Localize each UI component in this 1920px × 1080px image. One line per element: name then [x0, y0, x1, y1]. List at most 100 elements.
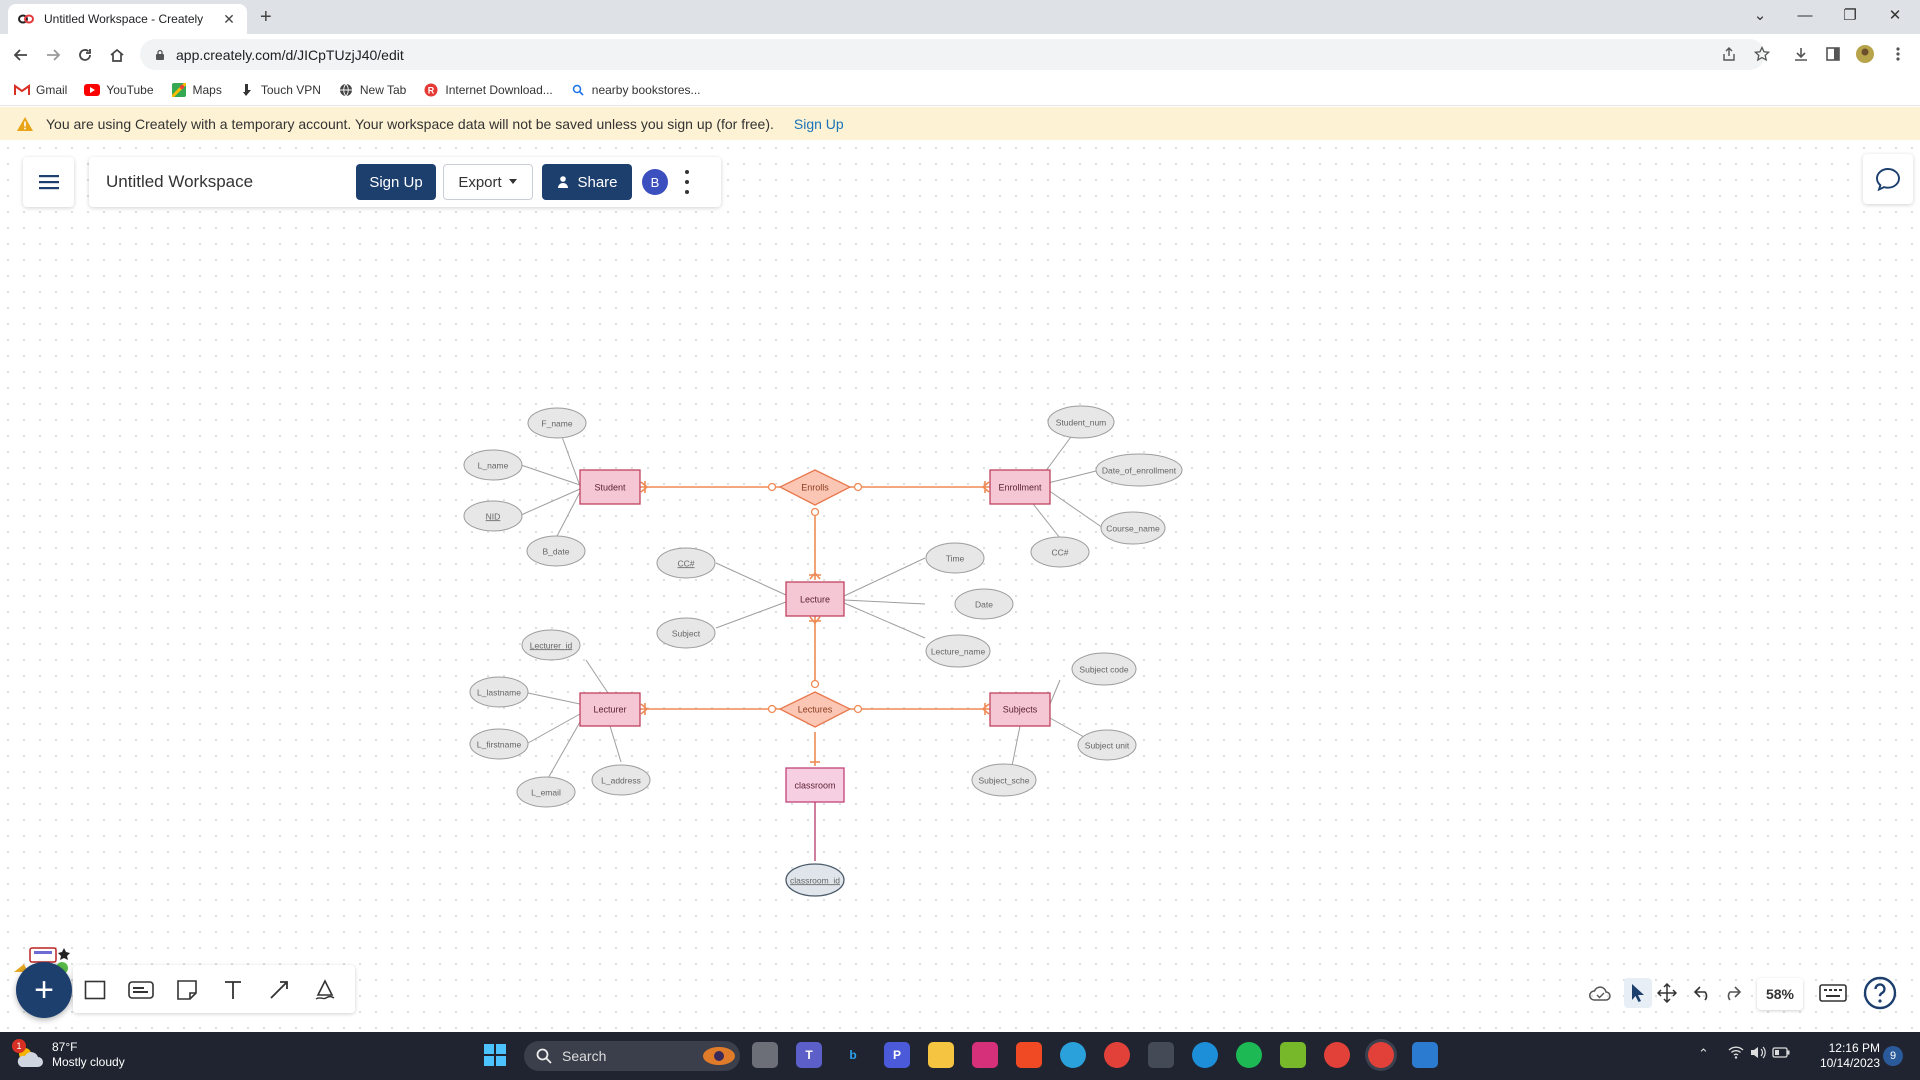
reload-icon[interactable] [72, 42, 98, 68]
rectangle-tool-icon[interactable] [82, 977, 108, 1003]
chrome-icon[interactable] [1104, 1042, 1130, 1068]
address-bar[interactable]: app.creately.com/d/JICpTUzjJ40/edit [140, 39, 1765, 70]
comments-button[interactable] [1863, 154, 1913, 204]
more-options-icon[interactable] [682, 170, 692, 194]
bookmark-star-icon[interactable] [1752, 44, 1772, 64]
attribute-l-address[interactable]: L_address [591, 764, 651, 796]
windows-start-icon[interactable] [482, 1042, 508, 1068]
brave-icon[interactable] [1016, 1042, 1042, 1068]
share-page-icon[interactable] [1719, 44, 1739, 64]
tab-close-icon[interactable]: ✕ [223, 10, 235, 27]
export-button[interactable]: Export [443, 164, 533, 200]
attribute-subject-unit[interactable]: Subject unit [1077, 729, 1137, 761]
workspace-title[interactable]: Untitled Workspace [106, 172, 254, 191]
keyboard-shortcuts-icon[interactable] [1816, 978, 1850, 1008]
attribute-l-lastname[interactable]: L_lastname [469, 676, 529, 708]
attribute-date-of-enrollment[interactable]: Date_of_enrollment [1095, 453, 1183, 487]
entity-student[interactable]: Student [579, 469, 641, 505]
select-pointer-icon[interactable] [1624, 978, 1652, 1008]
edge-icon[interactable] [1192, 1042, 1218, 1068]
battery-icon[interactable] [1772, 1046, 1790, 1061]
bookmark-youtube[interactable]: YouTube [84, 83, 154, 97]
attribute-l-email[interactable]: L_email [516, 776, 576, 808]
chrome-active-icon[interactable] [1368, 1042, 1394, 1068]
relationship-enrolls[interactable]: Enrolls [778, 469, 852, 506]
bookmark-gmail[interactable]: Gmail [14, 83, 67, 97]
text-tool-icon[interactable] [220, 977, 246, 1003]
downloads-icon[interactable] [1791, 44, 1811, 64]
utorrent-icon[interactable] [1280, 1042, 1306, 1068]
attribute-course-name[interactable]: Course_name [1100, 511, 1166, 545]
sticky-note-tool-icon[interactable] [174, 977, 200, 1003]
home-icon[interactable] [104, 42, 130, 68]
signup-button[interactable]: Sign Up [356, 164, 436, 200]
creately-app-icon[interactable] [1412, 1042, 1438, 1068]
teams-icon[interactable]: T [796, 1042, 822, 1068]
profile-avatar[interactable] [1855, 44, 1875, 64]
relationship-lectures[interactable]: Lectures [778, 691, 852, 728]
attribute-l-name[interactable]: L_name [463, 449, 523, 481]
attribute-cc-hash[interactable]: CC# [1030, 536, 1090, 568]
attribute-nid[interactable]: NID [463, 500, 523, 532]
weather-widget[interactable]: 1 87°F Mostly cloudy [12, 1039, 125, 1070]
entity-classroom[interactable]: classroom [785, 767, 845, 803]
file-explorer-icon[interactable] [928, 1042, 954, 1068]
attribute-cc-hash-lecture[interactable]: CC# [656, 547, 716, 579]
wifi-icon[interactable] [1728, 1046, 1744, 1062]
cloud-sync-icon[interactable] [1586, 978, 1614, 1008]
forward-icon[interactable] [40, 42, 66, 68]
volume-icon[interactable] [1750, 1046, 1766, 1062]
tab-search-icon[interactable]: ⌄ [1753, 7, 1767, 24]
pen-tool-icon[interactable] [312, 977, 338, 1003]
attribute-subject-code[interactable]: Subject code [1071, 652, 1137, 686]
add-shape-button[interactable]: + [16, 962, 72, 1018]
attribute-time[interactable]: Time [925, 542, 985, 574]
entity-subjects[interactable]: Subjects [989, 692, 1051, 727]
attribute-f-name[interactable]: F_name [527, 407, 587, 439]
entity-enrollment[interactable]: Enrollment [989, 469, 1051, 505]
minimize-button[interactable]: — [1797, 7, 1813, 24]
p-app-icon[interactable]: P [884, 1042, 910, 1068]
attribute-subject[interactable]: Subject [656, 617, 716, 649]
diagram-canvas[interactable] [0, 140, 1920, 1032]
task-view-icon[interactable] [752, 1042, 778, 1068]
zoom-level[interactable]: 58% [1757, 978, 1803, 1010]
bookmark-internet-download[interactable]: R Internet Download... [423, 83, 553, 97]
spotify-icon[interactable] [1236, 1042, 1262, 1068]
attribute-date[interactable]: Date [954, 588, 1014, 620]
bookmark-maps[interactable]: Maps [171, 83, 222, 97]
redo-icon[interactable] [1718, 978, 1746, 1008]
text-card-tool-icon[interactable] [128, 977, 154, 1003]
restore-button[interactable]: ❐ [1843, 7, 1857, 24]
main-menu-button[interactable] [23, 157, 74, 207]
new-tab-button[interactable]: + [260, 6, 272, 28]
bookmark-touch-vpn[interactable]: Touch VPN [239, 83, 321, 97]
browser-tab[interactable]: Untitled Workspace - Creately ✕ [8, 4, 247, 34]
attribute-classroom-id[interactable]: classroom_id [785, 863, 845, 897]
notification-badge[interactable]: 9 [1883, 1046, 1903, 1066]
side-panel-icon[interactable] [1823, 44, 1843, 64]
system-clock[interactable]: 12:16 PM 10/14/2023 [1800, 1041, 1880, 1071]
help-icon[interactable] [1862, 975, 1898, 1011]
share-button[interactable]: Share [542, 164, 632, 200]
back-icon[interactable] [8, 42, 34, 68]
bookmark-new-tab[interactable]: New Tab [338, 83, 406, 97]
user-avatar[interactable]: B [642, 169, 668, 195]
banner-signup-link[interactable]: Sign Up [793, 115, 844, 132]
attribute-student-num[interactable]: Student_num [1047, 405, 1115, 439]
telegram-icon[interactable] [1060, 1042, 1086, 1068]
undo-icon[interactable] [1689, 978, 1717, 1008]
entity-lecture[interactable]: Lecture [785, 581, 845, 617]
bing-icon[interactable]: b [849, 1048, 857, 1062]
tray-expand-icon[interactable]: ⌃ [1698, 1046, 1709, 1061]
bookmark-nearby-bookstores[interactable]: nearby bookstores... [570, 83, 701, 97]
pan-move-icon[interactable] [1653, 978, 1681, 1008]
close-window-button[interactable]: ✕ [1888, 7, 1902, 24]
instagram-icon[interactable] [972, 1042, 998, 1068]
store-icon[interactable] [1148, 1042, 1174, 1068]
taskbar-search[interactable]: Search [524, 1041, 740, 1071]
entity-lecturer[interactable]: Lecturer [579, 692, 641, 727]
attribute-lecturer-id[interactable]: Lecturer_id [521, 629, 581, 661]
attribute-lecture-name[interactable]: Lecture_name [925, 634, 991, 668]
attribute-b-date[interactable]: B_date [526, 535, 586, 567]
